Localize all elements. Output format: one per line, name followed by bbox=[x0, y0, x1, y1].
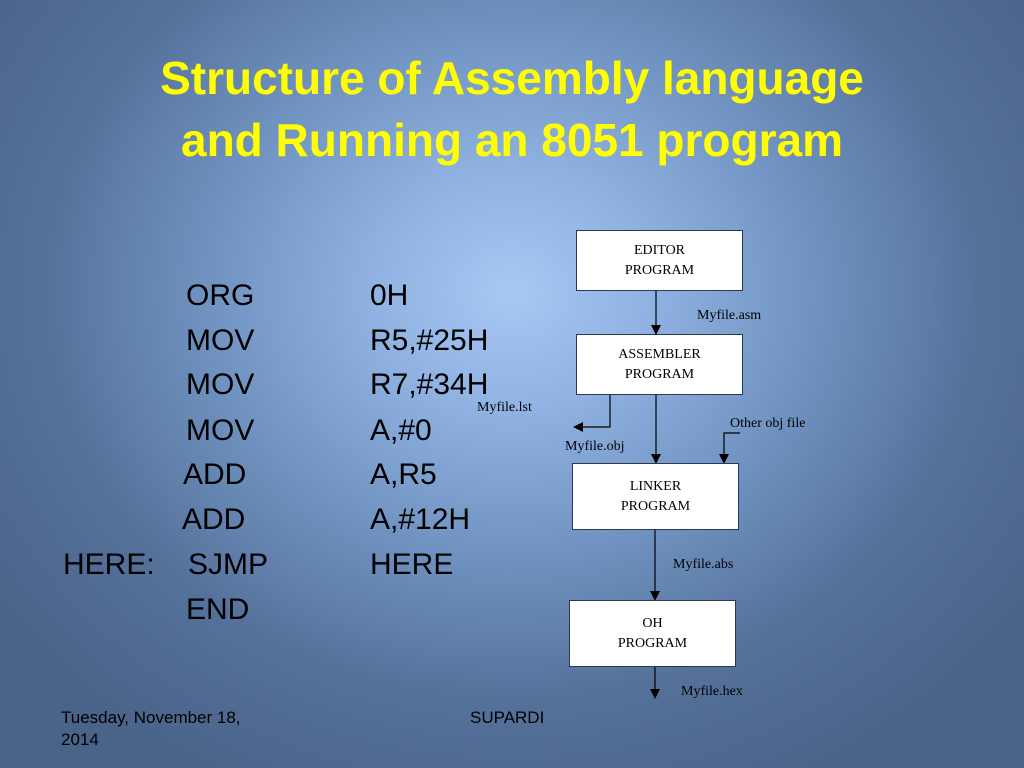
code-mnemonic: ADD bbox=[183, 458, 247, 491]
box-line: OH bbox=[642, 615, 663, 631]
label-myfile-asm: Myfile.asm bbox=[697, 308, 762, 323]
assembler-program-box: ASSEMBLER PROGRAM bbox=[576, 334, 743, 395]
box-line: ASSEMBLER bbox=[618, 346, 701, 362]
code-operand: 0H bbox=[370, 279, 409, 312]
linker-program-box: LINKER PROGRAM bbox=[572, 463, 739, 530]
box-line: LINKER bbox=[629, 478, 682, 494]
box-line: PROGRAM bbox=[617, 635, 688, 651]
code-operand: HERE bbox=[370, 548, 454, 581]
box-line: PROGRAM bbox=[620, 498, 691, 514]
label-myfile-abs: Myfile.abs bbox=[673, 557, 734, 572]
editor-program-box: EDITOR PROGRAM bbox=[576, 230, 743, 291]
slide-title: Structure of Assembly language and Runni… bbox=[40, 47, 984, 171]
code-operand: R5,#25H bbox=[370, 324, 489, 357]
footer-date-line-2: 2014 bbox=[61, 730, 99, 749]
code-mnemonic: END bbox=[186, 593, 250, 626]
label-myfile-hex: Myfile.hex bbox=[681, 684, 743, 699]
code-mnemonic: MOV bbox=[186, 414, 255, 447]
code-mnemonic: ORG bbox=[186, 279, 255, 312]
code-mnemonic: MOV bbox=[186, 368, 255, 401]
code-operand: A,#12H bbox=[370, 503, 471, 536]
code-operand: R7,#34H bbox=[370, 368, 489, 401]
title-line-2: and Running an 8051 program bbox=[181, 114, 843, 166]
footer-date: Tuesday, November 18, 2014 bbox=[61, 707, 241, 751]
title-line-1: Structure of Assembly language bbox=[160, 52, 864, 104]
code-mnemonic: ADD bbox=[182, 503, 246, 536]
box-line: EDITOR bbox=[633, 242, 686, 258]
code-mnemonic: SJMP bbox=[188, 548, 269, 581]
code-operand: A,#0 bbox=[370, 414, 432, 447]
arrow-listing-output bbox=[573, 395, 611, 432]
oh-program-box: OH PROGRAM bbox=[569, 600, 736, 667]
code-label: HERE: bbox=[63, 548, 155, 581]
box-line: PROGRAM bbox=[624, 262, 695, 278]
label-other-obj-file: Other obj file bbox=[730, 416, 806, 431]
label-myfile-obj: Myfile.obj bbox=[565, 439, 625, 454]
arrow-other-obj-input bbox=[719, 432, 740, 464]
footer-date-line-1: Tuesday, November 18, bbox=[61, 708, 241, 727]
label-myfile-lst: Myfile.lst bbox=[477, 400, 532, 415]
code-operand: A,R5 bbox=[370, 458, 437, 491]
footer-author: SUPARDI bbox=[470, 708, 545, 727]
box-line: PROGRAM bbox=[624, 366, 695, 382]
code-mnemonic: MOV bbox=[186, 324, 255, 357]
